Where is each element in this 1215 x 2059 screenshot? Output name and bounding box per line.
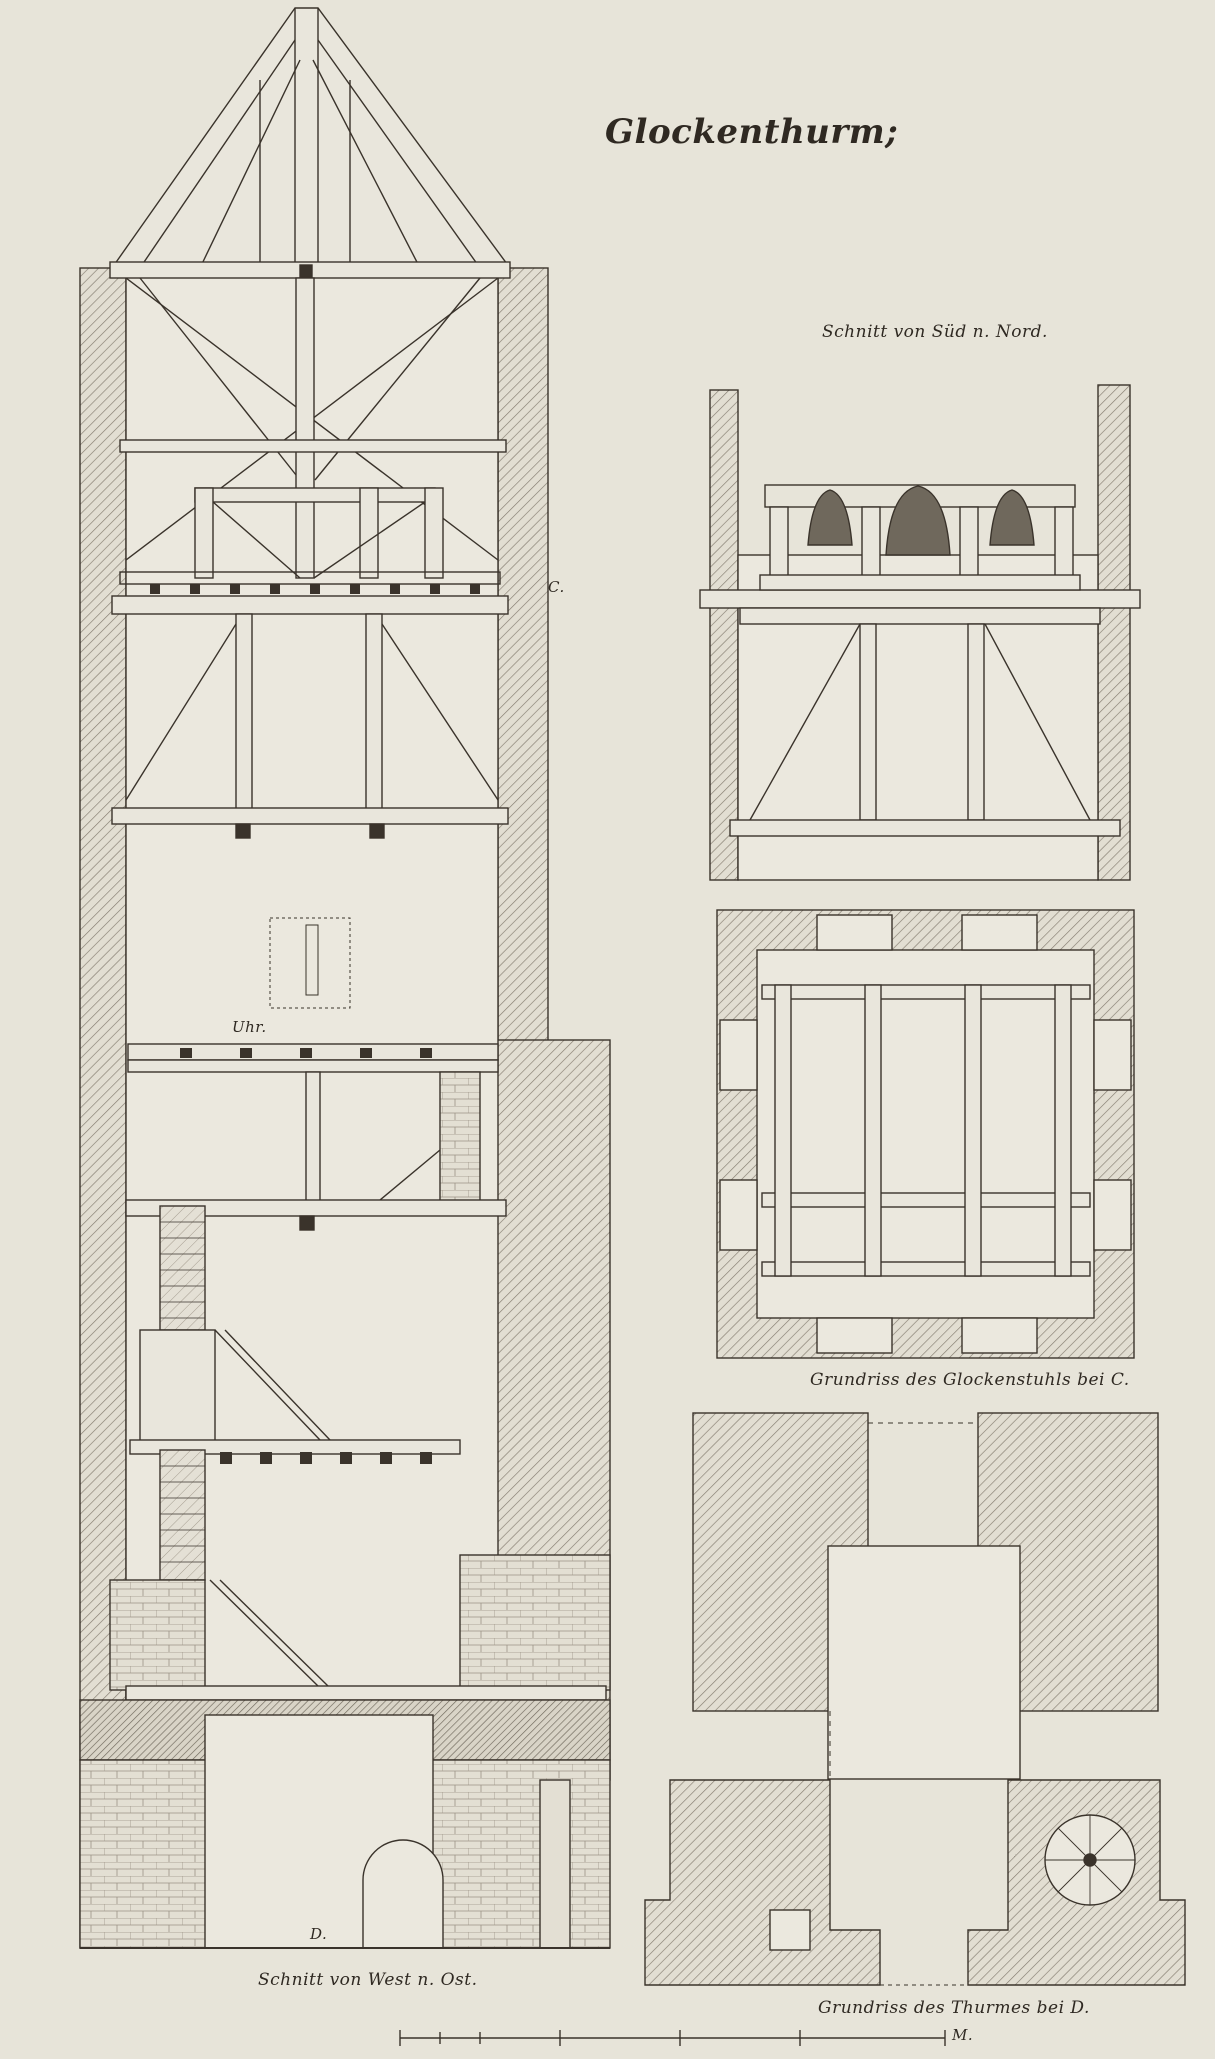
joist-grid: [761, 984, 1091, 1277]
scale-bar: [399, 2030, 946, 2046]
caption-section-west-east: Schnitt von West n. Ost.: [258, 1970, 478, 1990]
bell-floor-level-c: [111, 571, 509, 615]
bell-frame: [759, 484, 1081, 591]
stair-storeys: [109, 1071, 611, 1701]
label-clock: Uhr.: [232, 1018, 267, 1036]
caption-plan-tower: Grundriss des Thurmes bei D.: [818, 1998, 1090, 2018]
storey-2: [111, 613, 509, 839]
clock-storey: [127, 917, 499, 1073]
bell-icon: [807, 485, 1035, 556]
ground-floor-level-d: [79, 1699, 611, 1949]
scale-bar-unit: M.: [952, 2026, 974, 2044]
section-west-east: [79, 7, 611, 1949]
caption-section-south-north: Schnitt von Süd n. Nord.: [822, 322, 1048, 342]
spire-roof-truss: [110, 7, 512, 269]
caption-plan-bell-floor: Grundriss des Glockenstuhls bei C.: [810, 1370, 1130, 1390]
marker-c: C.: [548, 578, 565, 596]
plan-bell-floor: [716, 909, 1135, 1359]
plan-tower: [644, 1412, 1186, 1986]
roof-truss-chamber: [109, 261, 511, 579]
section-south-north: [699, 384, 1141, 881]
tower-wall-left: [79, 267, 127, 1949]
drawing-title: Glockenthurm;: [605, 112, 899, 152]
marker-d: D.: [310, 1925, 328, 1943]
